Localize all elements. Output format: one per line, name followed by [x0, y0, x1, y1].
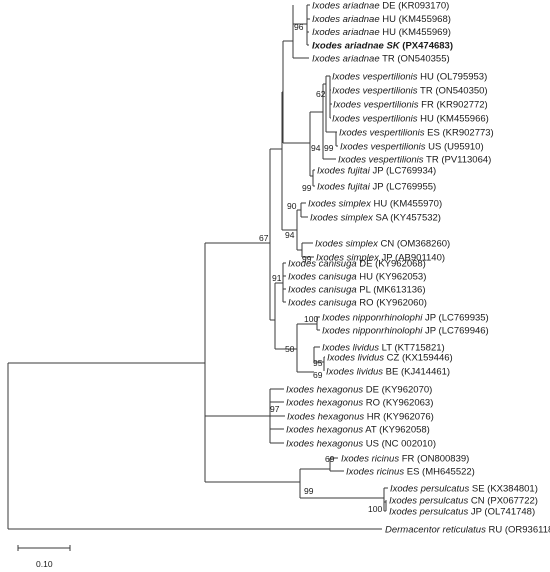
- taxon-label: Ixodes simplex CN (OM368260): [315, 239, 450, 250]
- taxon-label: Ixodes simplex JP (AB901140): [316, 253, 445, 264]
- taxon-label: Ixodes hexagonus RO (KY962063): [286, 398, 433, 409]
- scale-bar: 0.10: [17, 545, 71, 569]
- taxon-label: Ixodes vespertilionis US (U95910): [340, 142, 484, 153]
- bootstrap-value: 96: [294, 22, 304, 32]
- bootstrap-value: 100: [368, 504, 382, 514]
- taxon-label: Ixodes nipponrhinolophi JP (LC769946): [322, 326, 489, 337]
- taxon-label: Ixodes vespertilionis ES (KR902773): [339, 128, 494, 139]
- taxon-label: Ixodes nipponrhinolophi JP (LC769935): [322, 313, 489, 324]
- taxon-label: Ixodes vespertilionis FR (KR902772): [333, 100, 488, 111]
- bootstrap-value: 94: [311, 143, 321, 153]
- bootstrap-value: 62: [316, 89, 326, 99]
- taxon-label: Ixodes persulcatus SE (KX384801): [390, 484, 538, 495]
- taxon-labels: Ixodes ariadnae DE (KR093170) Ixodes ari…: [286, 1, 550, 536]
- bootstrap-value: 91: [272, 273, 282, 283]
- taxon-label: Ixodes lividus BE (KJ414461): [326, 367, 450, 378]
- bootstrap-value: 99: [324, 143, 334, 153]
- taxon-label: Ixodes simplex SA (KY457532): [310, 213, 441, 224]
- taxon-label: Ixodes canisuga RO (KY962060): [288, 298, 427, 309]
- taxon-label: Ixodes fujitai JP (LC769934): [317, 166, 436, 177]
- taxon-label: Ixodes hexagonus AT (KY962058): [286, 425, 430, 436]
- taxon-label: Ixodes hexagonus US (NC 002010): [286, 439, 436, 450]
- taxon-label: Ixodes simplex HU (KM455970): [308, 199, 442, 210]
- taxon-label: Ixodes canisuga DE (KY962068): [288, 259, 426, 270]
- taxon-label: Ixodes persulcatus JP (OL741748): [389, 507, 535, 518]
- bootstrap-value: 99: [302, 254, 312, 264]
- bootstrap-value: 100: [304, 314, 318, 324]
- taxon-label: Ixodes ariadnae DE (KR093170): [312, 1, 449, 12]
- bootstrap-value: 99: [302, 183, 312, 193]
- bootstrap-value: 94: [285, 230, 295, 240]
- taxon-label: Ixodes ariadnae HU (KM455969): [312, 27, 451, 38]
- bootstrap-value: 50: [285, 344, 295, 354]
- taxon-label: Ixodes vespertilionis HU (OL795953): [332, 72, 487, 83]
- tree-branches: [7, 4, 388, 530]
- taxon-label-outgroup: Dermacentor reticulatus RU (OR936118): [385, 525, 550, 536]
- taxon-label: Ixodes ariadnae TR (ON540355): [312, 54, 450, 65]
- taxon-label: Ixodes ricinus FR (ON800839): [341, 454, 469, 465]
- taxon-label: Ixodes ariadnae HU (KM455968): [312, 14, 451, 25]
- bootstrap-value: 69: [325, 454, 335, 464]
- taxon-label: Ixodes hexagonus DE (KY962070): [286, 385, 432, 396]
- taxon-label: Ixodes ricinus ES (MH645522): [346, 467, 475, 478]
- bootstrap-value: 90: [287, 201, 297, 211]
- taxon-label: Ixodes hexagonus HR (KY962076): [287, 412, 434, 423]
- taxon-label: Ixodes vespertilionis TR (PV113064): [338, 155, 491, 166]
- taxon-label: Ixodes vespertilionis TR (ON540350): [332, 86, 488, 97]
- bootstrap-values: 96 62 94 99 99 90 94 99 67 91 100 50 95 …: [259, 22, 382, 514]
- taxon-label: Ixodes vespertilionis HU (KM455966): [332, 114, 489, 125]
- taxon-label-highlighted: Ixodes ariadnae SK (PX474683): [312, 41, 453, 52]
- bootstrap-value: 97: [270, 404, 280, 414]
- taxon-label: Ixodes canisuga PL (MK613136): [288, 285, 426, 296]
- taxon-label: Ixodes lividus LT (KT715821): [322, 343, 445, 354]
- bootstrap-value: 69: [313, 370, 323, 380]
- bootstrap-value: 95: [313, 358, 323, 368]
- taxon-label: Ixodes persulcatus CN (PX067722): [389, 496, 538, 507]
- taxon-label: Ixodes fujitai JP (LC769955): [317, 182, 436, 193]
- taxon-label: Ixodes lividus CZ (KX159446): [327, 353, 453, 364]
- scale-bar-label: 0.10: [36, 559, 53, 569]
- taxon-label: Ixodes canisuga HU (KY962053): [288, 272, 426, 283]
- bootstrap-value: 67: [259, 233, 269, 243]
- bootstrap-value: 99: [304, 486, 314, 496]
